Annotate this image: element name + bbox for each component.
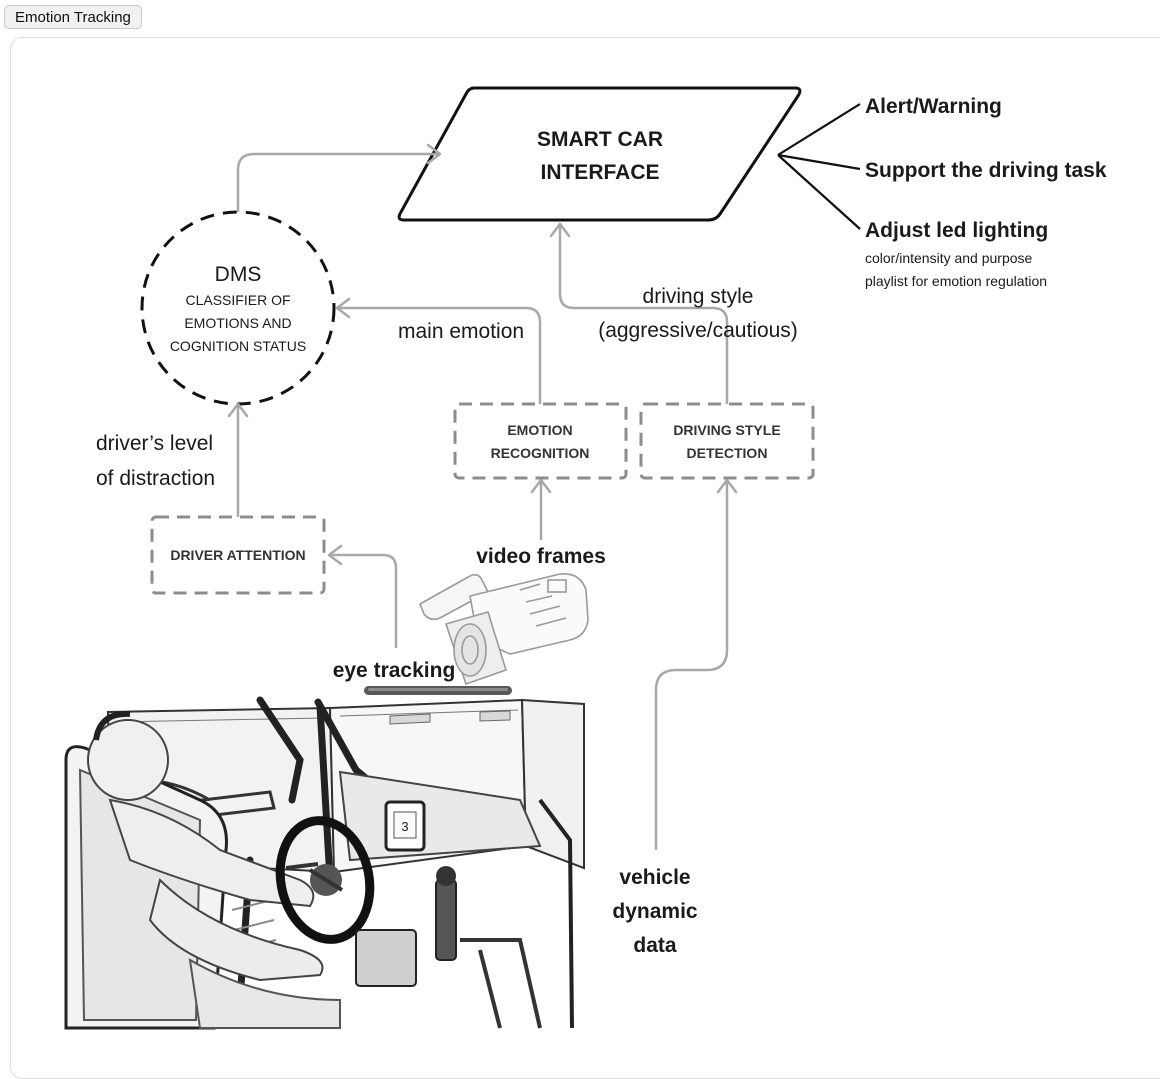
label-main-emotion: main emotion	[398, 320, 524, 343]
output-alert: Alert/Warning	[865, 95, 1002, 118]
simulator-display-number: 3	[401, 819, 408, 834]
arrowhead-attention-to-dms	[227, 402, 249, 418]
output-adjust-sub1: color/intensity and purpose	[865, 250, 1033, 266]
label-video-frames: video frames	[476, 545, 606, 568]
output-line-alert	[777, 103, 861, 156]
arrowhead-eye-to-attention	[327, 544, 343, 566]
label-distraction-1: driver’s level	[96, 432, 213, 455]
arrowhead-style-to-interface	[549, 222, 571, 238]
driving-simulator-image: 3	[64, 696, 585, 1030]
label-vehicle-3: data	[633, 934, 677, 957]
label-vehicle-1: vehicle	[619, 866, 690, 889]
label-driving-style-1: driving style	[643, 285, 754, 308]
arrowhead-vehicle-to-style	[716, 478, 738, 494]
interface-title-line2: INTERFACE	[540, 161, 659, 184]
label-driving-style-2: (aggressive/cautious)	[598, 319, 798, 342]
smart-car-interface-shape	[397, 86, 802, 222]
output-line-support	[777, 153, 861, 171]
driving-style-line2: DETECTION	[687, 445, 768, 461]
dms-line1: CLASSIFIER OF	[185, 292, 290, 308]
output-line-adjust	[777, 154, 861, 230]
arrow-dms-to-interface	[236, 152, 438, 212]
arrowhead-dms-to-interface	[426, 143, 442, 165]
dms-line2: EMOTIONS AND	[184, 315, 291, 331]
arrow-vehicle-to-style	[654, 482, 729, 850]
interface-title-line1: SMART CAR	[537, 128, 663, 151]
output-support: Support the driving task	[865, 159, 1107, 182]
arrowhead-video-to-emotion	[530, 478, 552, 494]
label-eye-tracking: eye tracking	[333, 659, 456, 682]
driver-attention-box	[150, 515, 326, 595]
emotion-recognition-box	[453, 402, 628, 480]
emotion-recognition-line2: RECOGNITION	[491, 445, 590, 461]
driver-attention-label: DRIVER ATTENTION	[170, 547, 305, 563]
arrow-style-to-interface	[558, 226, 729, 404]
arrowhead-emotion-to-dms	[335, 297, 351, 319]
output-adjust-sub2: playlist for emotion regulation	[865, 273, 1047, 289]
arrow-eye-to-attention	[330, 553, 398, 648]
driving-style-detection-box	[639, 402, 815, 480]
video-camera-icon	[418, 573, 589, 686]
label-vehicle-2: dynamic	[612, 900, 698, 923]
dms-circle	[140, 210, 336, 406]
driving-style-line1: DRIVING STYLE	[673, 422, 780, 438]
arrow-emotion-to-dms	[338, 306, 542, 404]
output-adjust: Adjust led lighting	[865, 219, 1048, 242]
dms-line3: COGNITION STATUS	[170, 338, 306, 354]
tab-emotion-tracking[interactable]: Emotion Tracking	[4, 5, 142, 29]
emotion-recognition-line1: EMOTION	[507, 422, 572, 438]
dms-title: DMS	[215, 263, 262, 286]
label-distraction-2: of distraction	[96, 467, 215, 490]
